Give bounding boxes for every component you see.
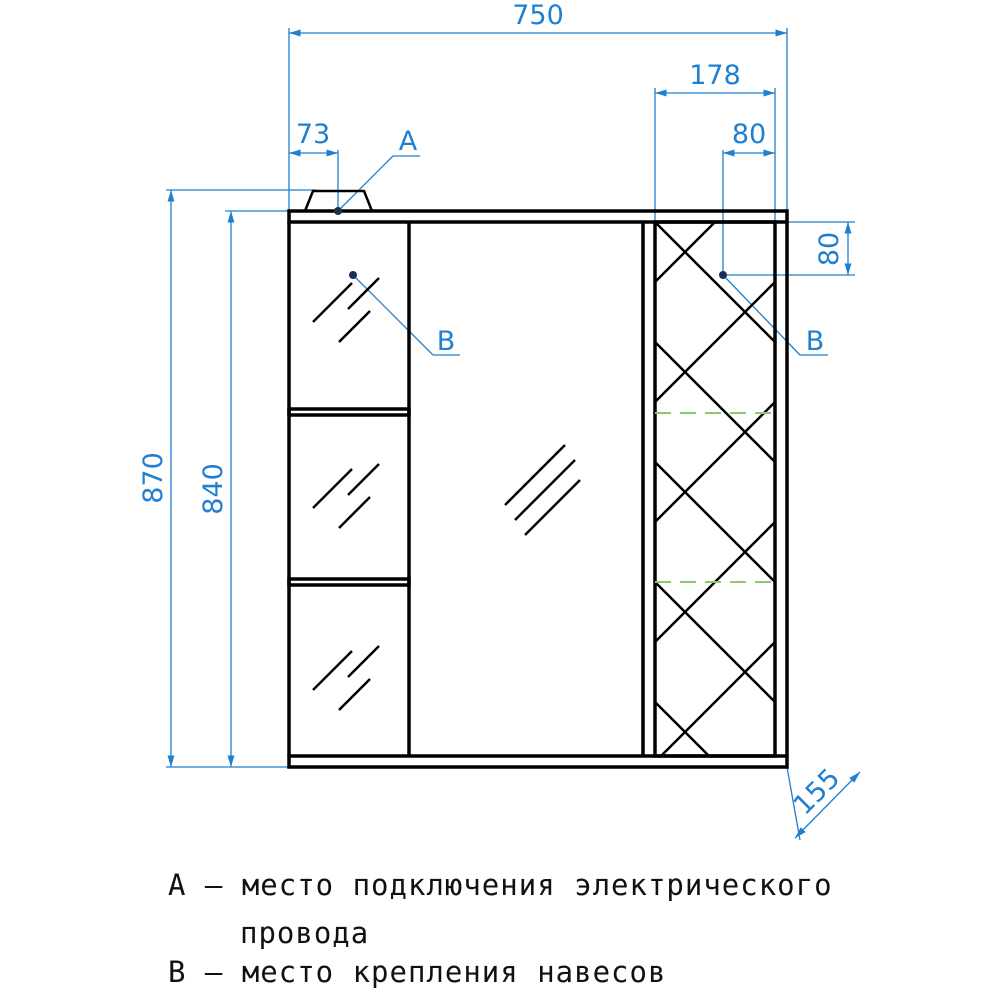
lattice-line <box>654 401 776 523</box>
dim-155: 155 <box>788 763 846 821</box>
lattice-line <box>654 701 710 757</box>
shelf-2 <box>287 577 411 587</box>
marker-a-label: A <box>399 126 418 157</box>
lattice-line <box>654 341 776 463</box>
lamp-housing <box>303 189 374 212</box>
mount-point-b-right <box>719 271 727 279</box>
dim-178: 178 <box>689 60 741 91</box>
dim-870: 870 <box>138 452 169 504</box>
dim-80-horizontal: 80 <box>732 119 766 150</box>
lattice-line <box>654 221 776 343</box>
marker-b-left-label: B <box>437 326 456 357</box>
lattice-line <box>654 281 776 403</box>
lattice-pattern <box>654 221 776 757</box>
lattice-line <box>654 461 776 583</box>
legend-line-3: B – место крепления навесов <box>168 955 667 989</box>
legend-line-2: провода <box>240 916 370 950</box>
lattice-door <box>653 220 777 758</box>
dim-73: 73 <box>296 119 330 150</box>
mount-point-b-left <box>349 271 357 279</box>
dim-750: 750 <box>512 0 564 31</box>
bottom-panel <box>287 754 789 769</box>
lattice-line <box>660 641 776 757</box>
dimension-labels: 750 178 80 73 870 840 80 155 A B B <box>138 0 846 821</box>
dimension-lines <box>167 29 861 839</box>
lattice-line <box>654 581 776 703</box>
dim-80-vertical: 80 <box>814 232 845 266</box>
marker-b-right-label: B <box>806 326 825 357</box>
dim-840: 840 <box>198 463 229 515</box>
connection-point-a <box>334 207 342 215</box>
legend-line-1: A – место подключения электрического <box>168 868 833 902</box>
cabinet <box>287 189 789 769</box>
top-panel <box>287 209 789 224</box>
mirror-glare <box>312 277 581 711</box>
shelf-1 <box>287 407 411 417</box>
